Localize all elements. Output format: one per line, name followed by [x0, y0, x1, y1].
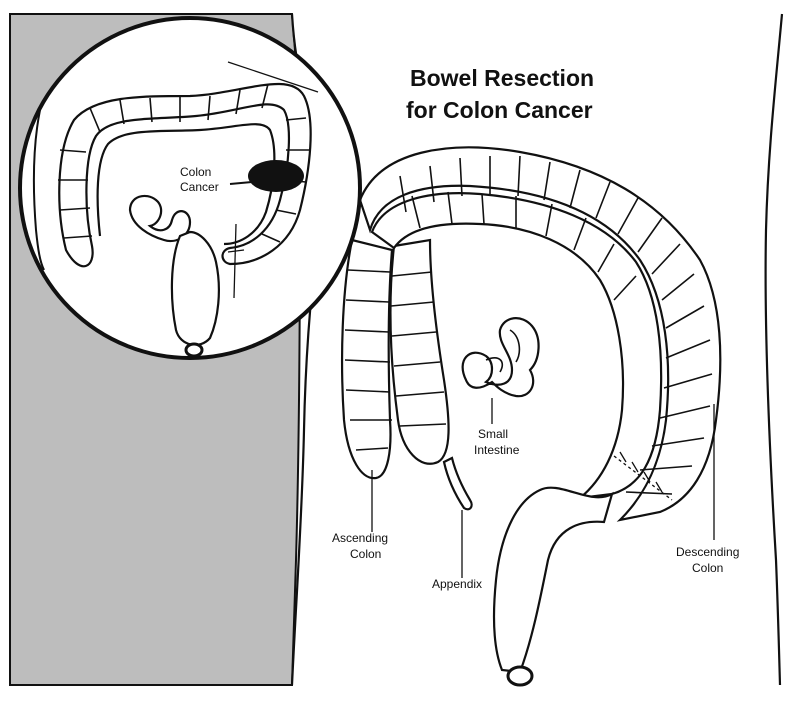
small-intestine: [461, 317, 540, 398]
small-intestine-label-line-1: Small: [478, 427, 508, 441]
small-intestine-label-line-2: Intestine: [474, 443, 520, 457]
tumor-mass: [248, 160, 304, 192]
inset-rectum: [170, 230, 220, 347]
inset-colon-outer: [58, 82, 312, 268]
inset-label-line-1: Colon: [180, 165, 211, 179]
inset-magnifier: [18, 16, 362, 360]
inset-resection-line-bottom: [233, 223, 237, 299]
rectum-opening: [506, 665, 534, 687]
descending-label-line-2: Colon: [692, 561, 723, 575]
inset-small-intestine: [128, 194, 192, 243]
transverse-colon-inner: [370, 192, 663, 500]
descending-label-line-1: Descending: [676, 545, 739, 559]
inset-cancer-leader: [229, 181, 253, 185]
sigmoid-rectum: [492, 486, 614, 674]
inset-rectum-opening: [184, 342, 204, 358]
inset-label-line-2: Cancer: [180, 180, 219, 194]
inset-torso-left: [32, 109, 45, 271]
resection-line-upper: [613, 455, 673, 501]
ascending-label-line-2: Colon: [350, 547, 381, 561]
appendix: [442, 456, 473, 511]
inset-resection-line-top: [227, 61, 319, 93]
appendix-label: Appendix: [432, 577, 482, 591]
ascending-colon-inner: [389, 238, 450, 465]
torso-outline-right: [764, 13, 784, 686]
main-colon: [340, 146, 722, 687]
title-line-1: Bowel Resection: [410, 65, 594, 91]
ascending-colon: [340, 238, 394, 480]
ascending-label-line-1: Ascending: [332, 531, 388, 545]
transverse-colon-outer: [358, 146, 722, 522]
title-line-2: for Colon Cancer: [406, 97, 593, 123]
